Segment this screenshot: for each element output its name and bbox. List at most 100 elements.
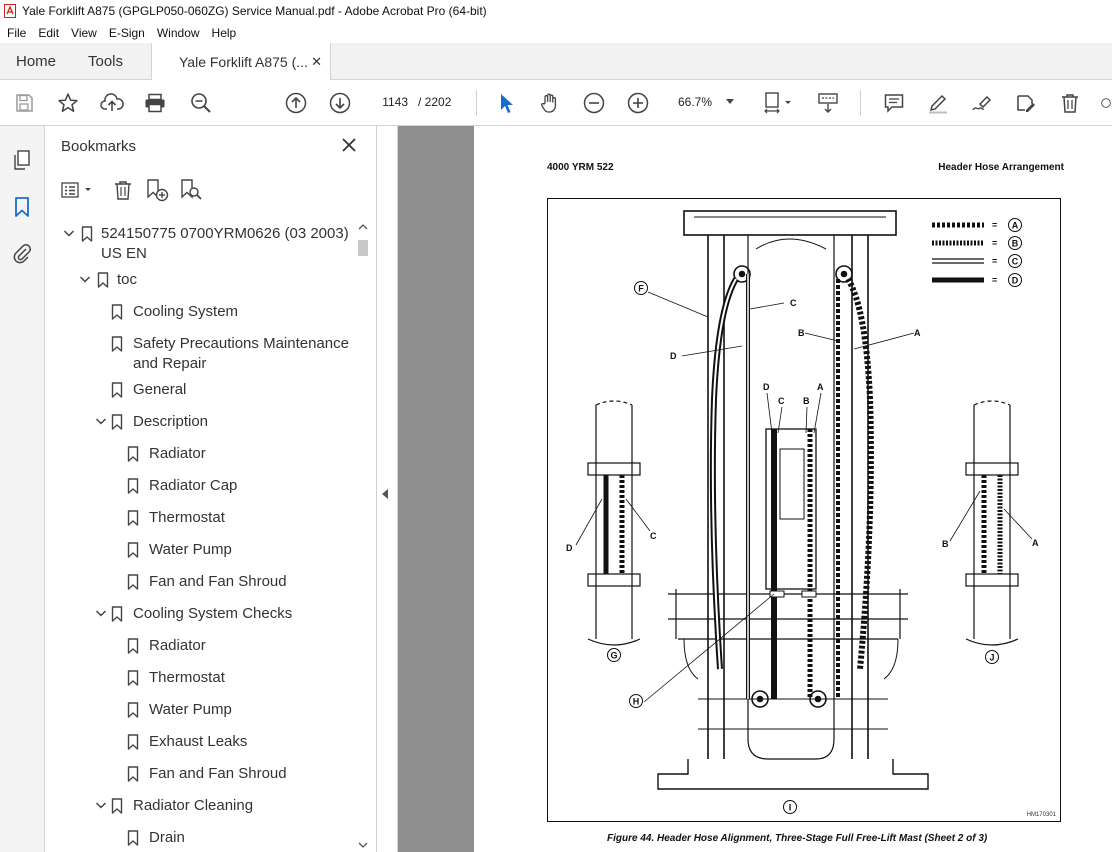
legend-a: A [1012,221,1019,231]
sign-pen-icon[interactable] [970,91,994,115]
delete-bookmark-icon[interactable] [111,178,135,202]
zoom-select[interactable]: 66.7% [668,90,740,114]
menu-esign[interactable]: E-Sign [108,25,145,40]
main-toolbar [0,80,1112,126]
menu-edit[interactable]: Edit [38,25,60,40]
bookmark-icon [127,542,139,558]
bookmark-label: Safety Precautions Maintenance and Repair [133,334,349,374]
upload-cloud-icon[interactable] [100,91,124,115]
svg-text:=: = [992,220,997,230]
menu-view[interactable]: View [71,25,97,40]
page-thumbnails-icon[interactable] [10,148,34,172]
navigation-pane-strip [0,126,45,852]
chevron-down-icon[interactable] [79,273,91,285]
chevron-down-icon[interactable] [95,799,107,811]
callout-b: B [798,328,805,338]
zoom-in-icon[interactable] [626,91,650,115]
toolbar-divider [476,90,477,116]
bookmark-label: Radiator [149,444,206,464]
chevron-down-icon[interactable] [63,227,75,239]
bookmark-icon [97,272,109,288]
bookmark-label-line: Safety Precautions Maintenance [133,335,349,352]
bookmark-label: Radiator Cap [149,476,237,496]
hose-legend: = = = = A B C D [932,218,1022,287]
attachments-icon[interactable] [10,241,34,265]
bookmark-icon [111,336,123,352]
bookmark-label-line: Drain [149,829,185,846]
print-icon[interactable] [143,91,167,115]
bookmark-label-line: Exhaust Leaks [149,733,248,750]
tab-document-label: Yale Forklift A875 (... [179,54,308,70]
star-icon[interactable] [56,91,80,115]
bookmark-icon [127,574,139,590]
page-header-right: Header Hose Arrangement [938,162,1064,173]
callout-a-center: A [817,382,824,392]
chevron-down-icon[interactable] [95,607,107,619]
bookmarks-panel: Bookmarks 524150775 0700YRM0626 (03 2003… [45,126,377,852]
page-header-left: 4000 YRM 522 [547,162,614,173]
legend-d: D [1012,276,1019,286]
bookmark-icon [111,304,123,320]
bookmark-label: Description [133,412,208,432]
bookmark-label: Fan and Fan Shroud [149,764,287,784]
document-viewport[interactable]: 4000 YRM 522 Header Hose Arrangement [397,126,1112,852]
callout-i: I [789,803,792,813]
collapse-panel-icon[interactable] [381,487,389,499]
page-number-input[interactable]: 1143 [371,90,413,114]
more-tools-icon[interactable] [1100,91,1112,115]
page-fit-icon[interactable] [762,91,796,115]
scroll-down-icon[interactable] [358,840,368,850]
bookmarks-scrollbar[interactable] [355,218,371,852]
menu-file[interactable]: File [7,25,27,40]
hand-tool-icon[interactable] [538,91,562,115]
tab-tools[interactable]: Tools [88,53,124,70]
scroll-up-icon[interactable] [358,222,368,232]
callout-g: G [610,651,617,661]
bookmark-label: Water Pump [149,700,232,720]
chevron-down-icon[interactable] [95,415,107,427]
menu-help[interactable]: Help [211,25,237,40]
select-cursor-icon[interactable] [494,91,518,115]
delete-icon[interactable] [1058,91,1082,115]
fill-sign-icon[interactable] [1014,91,1038,115]
bookmarks-panel-icon[interactable] [10,195,34,219]
zoom-out-icon[interactable] [582,91,606,115]
svg-text:=: = [992,256,997,266]
zoom-value: 66.7% [678,95,713,109]
bookmark-label-line: Thermostat [149,509,225,526]
tab-close-icon[interactable]: ✕ [311,54,322,69]
next-page-icon[interactable] [328,91,352,115]
bookmark-icon [81,226,93,242]
highlight-pen-icon[interactable] [926,91,950,115]
zoom-search-icon[interactable] [189,91,213,115]
bookmark-label-line: toc [117,271,138,288]
bookmark-label-line: and Repair [133,355,207,372]
bookmark-label-line: Fan and Fan Shroud [149,765,287,782]
scroll-mode-icon[interactable] [816,91,840,115]
bookmark-label-line: Radiator Cap [149,477,238,494]
bookmark-icon [127,830,139,846]
previous-page-icon[interactable] [284,91,308,115]
figure-id: HM170301 [1026,812,1056,818]
callout-f: F [638,284,644,294]
bookmark-label-line: Radiator Cleaning [133,797,254,814]
bookmark-label-line: US EN [101,245,147,262]
bookmark-icon [127,638,139,654]
callout-d: D [670,351,677,361]
find-bookmark-icon[interactable] [179,178,203,202]
bookmark-label: Cooling System Checks [133,604,292,624]
new-bookmark-icon[interactable] [145,178,169,202]
callout-c-left: C [650,531,657,541]
scrollbar-thumb[interactable] [358,240,368,256]
bookmark-label-line: Cooling System Checks [133,605,293,622]
tab-document[interactable]: Yale Forklift A875 (... ✕ [151,43,331,81]
close-icon[interactable] [341,137,357,153]
save-icon[interactable] [12,91,36,115]
tab-bar: Home Tools Yale Forklift A875 (... ✕ [0,43,1112,81]
menu-window[interactable]: Window [156,25,200,40]
bookmark-options-icon[interactable] [59,178,95,202]
tab-home[interactable]: Home [16,53,57,70]
comment-icon[interactable] [882,91,906,115]
bookmark-label-line: Water Pump [149,701,232,718]
